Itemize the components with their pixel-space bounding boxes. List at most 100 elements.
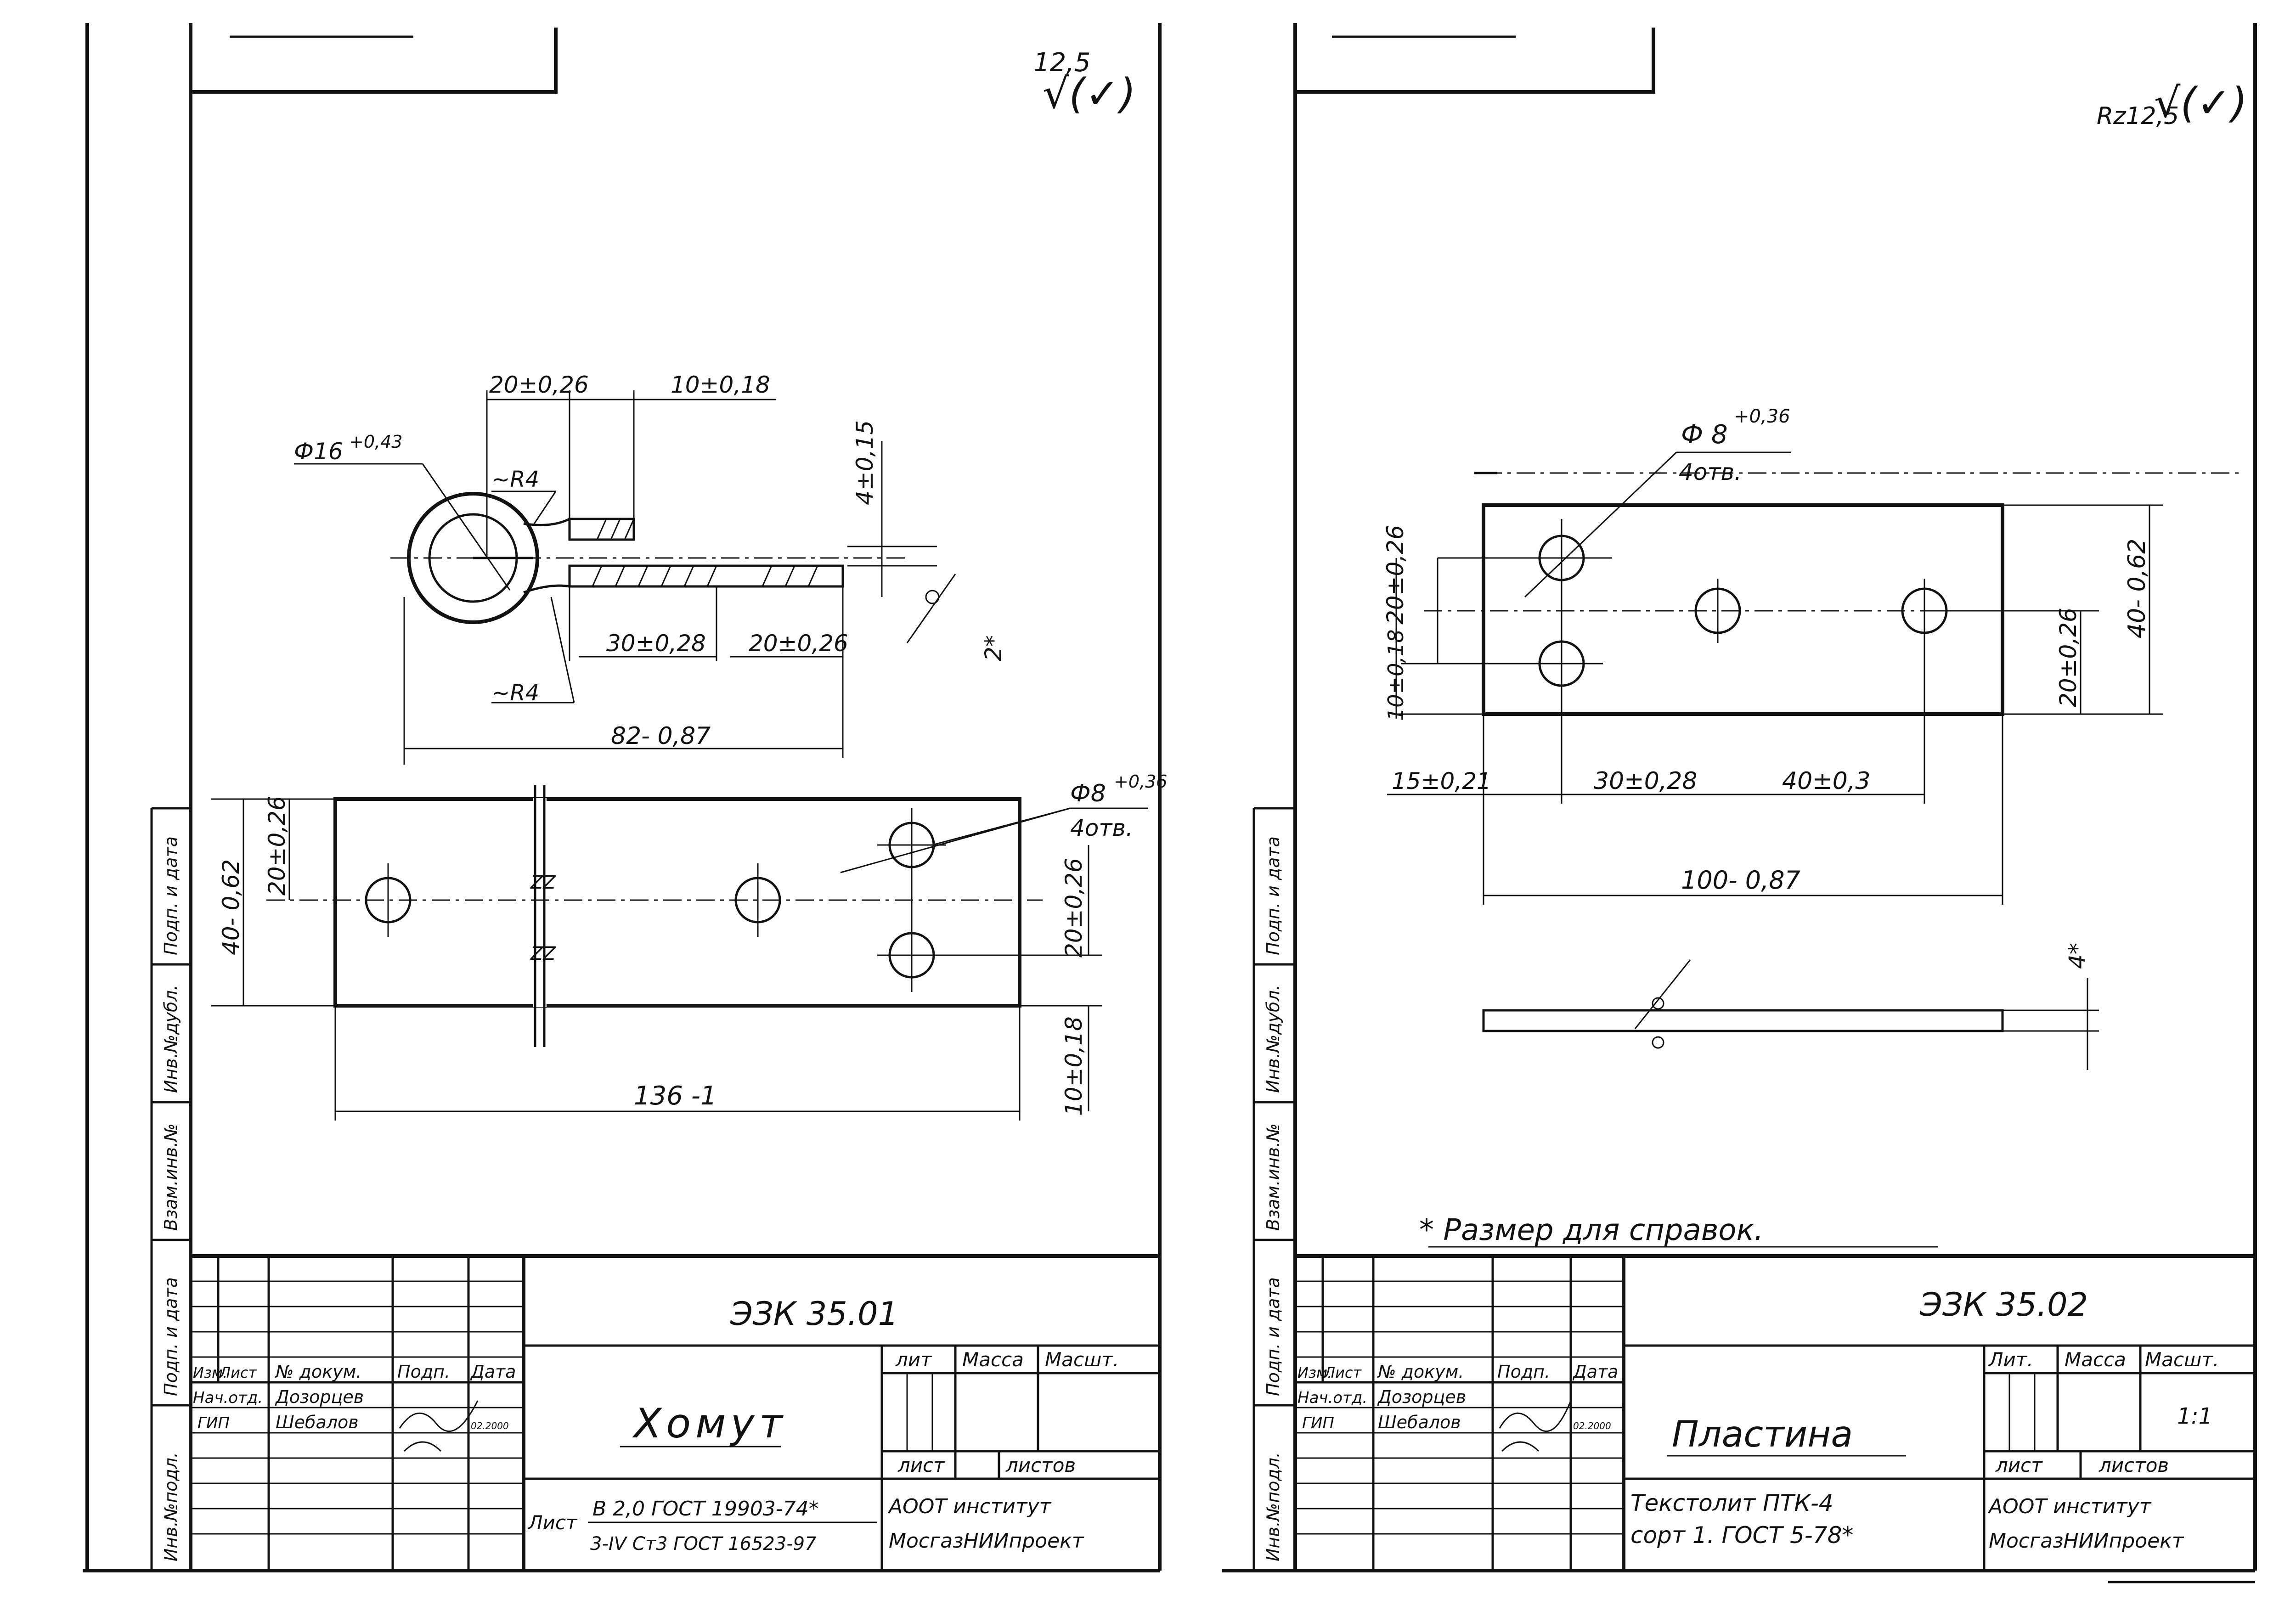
- right-hdr-date: Дата: [1572, 1362, 1618, 1382]
- left-sheet: 12,5 √(✓): [83, 23, 1167, 1572]
- dim-plate-hole-count: 4отв.: [1679, 459, 1742, 485]
- right-roughness-value: Rz12,5: [2097, 102, 2179, 130]
- dim-plate-r20: 20±0,26: [2055, 608, 2082, 707]
- plate-edge: [1482, 1009, 2004, 1032]
- right-mass: Масса: [2065, 1348, 2126, 1371]
- dim-r-bottom: ~R4: [491, 680, 539, 706]
- right-doc-code: ЭЗК 35.02: [1919, 1286, 2088, 1324]
- dim-plate-30: 30±0,28: [1594, 767, 1698, 795]
- dim-82: 82- 0,87: [611, 722, 711, 750]
- left-strip-label: Инв.№подл.: [161, 1452, 181, 1561]
- right-signature: [1499, 1400, 1572, 1452]
- left-hdr-doc: № докум.: [275, 1362, 361, 1382]
- left-role-2: ГИП: [197, 1414, 230, 1432]
- right-person-1: Дозорцев: [1377, 1387, 1466, 1407]
- clamp-upper-tab: [568, 518, 635, 541]
- dim-plate-15: 15±0,21: [1392, 768, 1491, 794]
- left-signature: [399, 1400, 479, 1452]
- dim-plate-40: 40- 0,62: [2123, 539, 2151, 638]
- dim-plate-thick: 4*: [2064, 943, 2091, 969]
- dim-plate-hole-dia: Ф 8: [1681, 420, 1728, 450]
- left-material-1: В 2,0 ГОСТ 19903-74*: [592, 1497, 819, 1521]
- dim-top-10: 10±0,18: [671, 372, 770, 398]
- clamp-bend-top: [523, 518, 570, 526]
- dim-20: 20±0,26: [749, 630, 848, 657]
- dim-plate-100: 100- 0,87: [1681, 866, 1800, 895]
- right-role-2: ГИП: [1302, 1414, 1334, 1432]
- left-hdr-list: Лист: [219, 1364, 257, 1381]
- dim-hole-diameter: Ф8: [1070, 780, 1106, 807]
- right-strip-label: Инв.№дубл.: [1263, 985, 1283, 1093]
- dim-thickness: 4±0,15: [852, 420, 878, 505]
- dim-left-20: 20±0,26: [264, 796, 290, 896]
- right-date: 02.2000: [1573, 1420, 1611, 1431]
- dim-ring-diameter: Ф16: [294, 438, 343, 465]
- right-sheets-label: листов: [2099, 1454, 2169, 1476]
- right-scale-value: 1:1: [2177, 1403, 2212, 1429]
- right-roughness-icon: √(✓): [2154, 79, 2247, 127]
- clamp-side-dims: 20±0,26 10±0,18 Ф16 +0,43 ~R4 ~R4 30±0,2…: [294, 372, 1007, 765]
- left-strip-label: Взам.инв.№: [161, 1123, 181, 1231]
- left-strip-label: Подп. и дата: [161, 836, 181, 955]
- left-part-name: Хомут: [632, 1400, 787, 1447]
- right-top-stamp: [1293, 28, 1655, 94]
- right-org-2: МосгазНИИпроект: [1989, 1529, 2184, 1553]
- left-sheets-label: листов: [1005, 1454, 1076, 1476]
- dim-ring-tol: +0,43: [349, 432, 402, 452]
- right-material-2: сорт 1. ГОСТ 5-78*: [1630, 1522, 1853, 1549]
- dim-30: 30±0,28: [606, 630, 706, 657]
- dim-136: 136 -1: [634, 1081, 717, 1111]
- left-person-1: Дозорцев: [275, 1387, 364, 1407]
- right-hdr-izm: Изм.: [1297, 1364, 1332, 1381]
- left-sheet-word: Лист: [527, 1511, 578, 1534]
- left-hdr-date: Дата: [470, 1362, 516, 1382]
- right-strip-label: Инв.№подл.: [1263, 1452, 1283, 1561]
- left-roughness-value: 12,5: [1033, 48, 1091, 78]
- right-title-block: Изм. Лист № докум. Подп. Дата Нач.отд. Д…: [1295, 1254, 2255, 1571]
- clamp-bend-bottom: [523, 584, 570, 594]
- reference-note: * Размер для справок.: [1419, 1213, 1764, 1247]
- clamp-plate-outline: [333, 797, 1021, 1008]
- right-hdr-doc: № докум.: [1377, 1362, 1464, 1382]
- right-sheet-label: лист: [1995, 1454, 2043, 1476]
- right-org-1: АООТ институт: [1987, 1495, 2152, 1518]
- dim-2-star: 2*: [980, 635, 1007, 661]
- left-sheet-label: лист: [897, 1454, 945, 1476]
- right-lit: Лит.: [1988, 1348, 2033, 1371]
- left-org-2: МосгазНИИпроект: [889, 1529, 1084, 1553]
- right-strip-label: Подп. и дата: [1263, 1277, 1283, 1396]
- left-org-1: АООТ институт: [887, 1495, 1052, 1518]
- left-scale: Масшт.: [1045, 1348, 1119, 1371]
- clamp-side-view: [390, 492, 909, 624]
- right-hdr-list: Лист: [1324, 1364, 1362, 1381]
- plate-top-dims: Ф 8 +0,36 4отв. 20±0,26 10±0,18 40- 0,62…: [1382, 406, 2163, 905]
- right-side-strip: Инв.№подл. Подп. и дата Взам.инв.№ Инв.№…: [1252, 807, 1295, 1571]
- left-hdr-sign: Подп.: [397, 1362, 450, 1382]
- dim-plate-hole-tol: +0,36: [1734, 406, 1790, 427]
- right-hdr-sign: Подп.: [1497, 1362, 1550, 1382]
- left-roughness-icon: √(✓): [1043, 70, 1136, 118]
- left-lit: лит: [895, 1348, 932, 1371]
- left-strip-label: Подп. и дата: [161, 1277, 181, 1396]
- left-date: 02.2000: [471, 1420, 509, 1431]
- dim-left-40: 40- 0,62: [218, 859, 244, 955]
- right-part-name: Пластина: [1672, 1414, 1853, 1455]
- plate-outline: [1482, 503, 2004, 716]
- right-scale: Масшт.: [2145, 1348, 2219, 1371]
- clamp-lower-strip: [568, 564, 844, 588]
- dim-plate-40h: 40±0,3: [1782, 767, 1870, 795]
- clamp-break-mark: ZZ: [530, 943, 556, 964]
- dim-r-top: ~R4: [491, 467, 539, 492]
- left-hdr-izm: Изм.: [193, 1364, 227, 1381]
- clamp-break-mark: ZZ: [530, 872, 556, 893]
- dim-top-20: 20±0,26: [489, 372, 589, 398]
- left-doc-code: ЭЗК 35.01: [730, 1295, 898, 1333]
- clamp-top-dims: Ф8 +0,36 4отв. 40- 0,62 20±0,26 20±0,26 …: [211, 772, 1167, 1121]
- left-person-2: Шебалов: [276, 1412, 359, 1432]
- plate-side-view: 4*: [1482, 943, 2099, 1070]
- dim-right-10: 10±0,18: [1061, 1016, 1087, 1116]
- left-strip-label: Инв.№дубл.: [161, 985, 181, 1093]
- left-role-1: Нач.отд.: [193, 1389, 263, 1407]
- dim-hole-count: 4отв.: [1070, 815, 1133, 841]
- right-material-1: Текстолит ПТК-4: [1630, 1490, 1833, 1516]
